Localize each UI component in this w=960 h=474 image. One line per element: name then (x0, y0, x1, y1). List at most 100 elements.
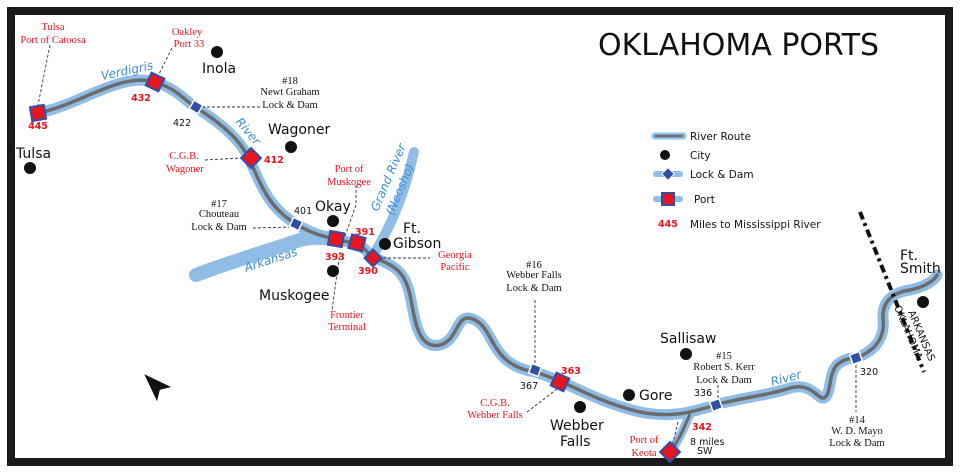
port-marker-georgia-pacific[interactable] (363, 248, 383, 268)
lock-chouteau-line1: Chouteau (199, 209, 240, 220)
legend-port: Port (694, 194, 715, 206)
lock-newt-line2: Lock & Dam (262, 100, 317, 111)
lock-chouteau-line2: Lock & Dam (191, 222, 246, 233)
mile-367: 367 (520, 381, 538, 392)
lock-marker-newt-graham[interactable] (188, 99, 204, 115)
city-webber-falls-1: Webber (550, 418, 604, 434)
mile-422: 422 (173, 118, 191, 129)
lock-mayo-num: #14 (849, 415, 866, 426)
mile-320: 320 (860, 367, 878, 378)
mile-336: 336 (694, 388, 712, 399)
port-cgb-webber-line1: C.G.B. (480, 398, 509, 409)
legend-miles-sample: 445 (658, 219, 678, 230)
city-sallisaw: Sallisaw (660, 331, 716, 347)
port-oakley-line1: Oakley (172, 27, 203, 38)
lock-marker-kerr[interactable] (708, 397, 724, 413)
port-marker-muskogee[interactable] (347, 233, 367, 253)
lock-marker-chouteau[interactable] (288, 216, 304, 232)
port-marker-cgb-webber[interactable] (549, 371, 571, 393)
port-georgia-line1: Georgia (438, 250, 472, 261)
north-arrow-icon: N (144, 374, 172, 402)
city-dot-okay (327, 215, 339, 227)
lock-marker-webber-falls[interactable] (527, 362, 543, 378)
city-webber-falls-2: Falls (560, 434, 590, 450)
locks (188, 99, 864, 413)
lock-webber-num: #16 (526, 260, 542, 271)
legend-river-route: River Route (690, 131, 751, 143)
lock-kerr-line1: Robert S. Kerr (693, 362, 755, 373)
port-marker-oakley[interactable] (144, 71, 166, 93)
ports (28, 71, 682, 464)
leader-lines (37, 44, 857, 448)
port-muskogee-line1: Port of (335, 164, 364, 175)
city-dot-sallisaw (680, 348, 692, 360)
lock-webber-line2: Lock & Dam (506, 283, 561, 294)
mile-342: 342 (692, 422, 712, 433)
mile-412: 412 (264, 155, 284, 166)
legend: River Route City Lock & Dam Port 445 Mil… (651, 131, 821, 231)
city-dot-tulsa (24, 162, 36, 174)
city-dot-muskogee (327, 265, 339, 277)
port-catoosa-line2: Port of Catoosa (20, 35, 86, 46)
mile-393: 393 (325, 252, 345, 263)
legend-city-dot-icon (660, 150, 670, 160)
keota-note-line1: 8 miles (690, 437, 724, 448)
mile-432: 432 (131, 93, 151, 104)
lock-marker-mayo[interactable] (848, 350, 864, 366)
port-cgb-wagoner-line2: Wagoner (166, 164, 204, 175)
port-marker-frontier[interactable] (326, 229, 346, 249)
cities: Tulsa Inola Wagoner Okay Muskogee Ft. Gi… (15, 46, 941, 450)
port-marker-catoosa[interactable] (28, 103, 48, 123)
lock-chouteau-num: #17 (211, 199, 227, 210)
port-marker-keota[interactable] (658, 440, 682, 464)
map-frame (7, 7, 953, 466)
lock-mayo-line2: Lock & Dam (829, 438, 884, 449)
lock-webber-line1: Webber Falls (506, 270, 561, 281)
port-keota-line2: Keota (631, 448, 656, 459)
port-catoosa-line1: Tulsa (42, 22, 65, 33)
city-dot-ft-gibson (379, 238, 391, 250)
city-dot-wagoner (285, 141, 297, 153)
lock-newt-line1: Newt Graham (260, 87, 319, 98)
lock-newt-num: #18 (282, 76, 298, 87)
city-wagoner: Wagoner (268, 122, 330, 138)
lock-kerr-line2: Lock & Dam (696, 375, 751, 386)
port-frontier-line1: Frontier (330, 310, 364, 321)
city-ft-smith-2: Smith (900, 261, 941, 277)
mile-401: 401 (294, 206, 312, 217)
port-frontier-line2: Terminal (328, 322, 366, 333)
mile-445: 445 (28, 121, 48, 132)
lock-kerr-num: #15 (716, 351, 732, 362)
keota-note-line2: SW (697, 446, 713, 457)
port-marker-cgb-wagoner[interactable] (239, 146, 263, 170)
lock-labels: #18 Newt Graham Lock & Dam 422 #17 Chout… (173, 76, 885, 449)
port-labels: Tulsa Port of Catoosa 445 Oakley Port 33… (20, 22, 724, 459)
legend-city: City (690, 150, 711, 162)
city-tulsa: Tulsa (15, 146, 51, 162)
legend-miles: Miles to Mississippi River (690, 219, 821, 231)
map-title: OKLAHOMA PORTS (598, 28, 879, 63)
city-ft-gibson-1: Ft. (403, 221, 421, 237)
lock-mayo-line1: W. D. Mayo (831, 426, 883, 437)
city-muskogee: Muskogee (259, 288, 330, 304)
port-georgia-line2: Pacific (440, 262, 469, 273)
city-ft-smith-1: Ft. (900, 248, 918, 264)
port-keota-line1: Port of (630, 435, 659, 446)
city-dot-ft-smith (917, 296, 929, 308)
mile-363: 363 (561, 366, 581, 377)
legend-port-icon (661, 192, 675, 206)
port-cgb-wagoner-line1: C.G.B. (169, 151, 198, 162)
city-ft-gibson-2: Gibson (393, 236, 441, 252)
city-dot-gore (623, 389, 635, 401)
legend-lock-icon (660, 166, 676, 182)
city-okay: Okay (315, 199, 351, 215)
city-gore: Gore (639, 388, 672, 404)
mile-391: 391 (355, 227, 375, 238)
city-dot-inola (211, 46, 223, 58)
port-cgb-webber-line2: Webber Falls (467, 410, 522, 421)
city-dot-webber-falls (574, 401, 586, 413)
mile-390: 390 (358, 266, 378, 277)
legend-lock-dam: Lock & Dam (690, 169, 754, 181)
grand-river (367, 147, 419, 262)
